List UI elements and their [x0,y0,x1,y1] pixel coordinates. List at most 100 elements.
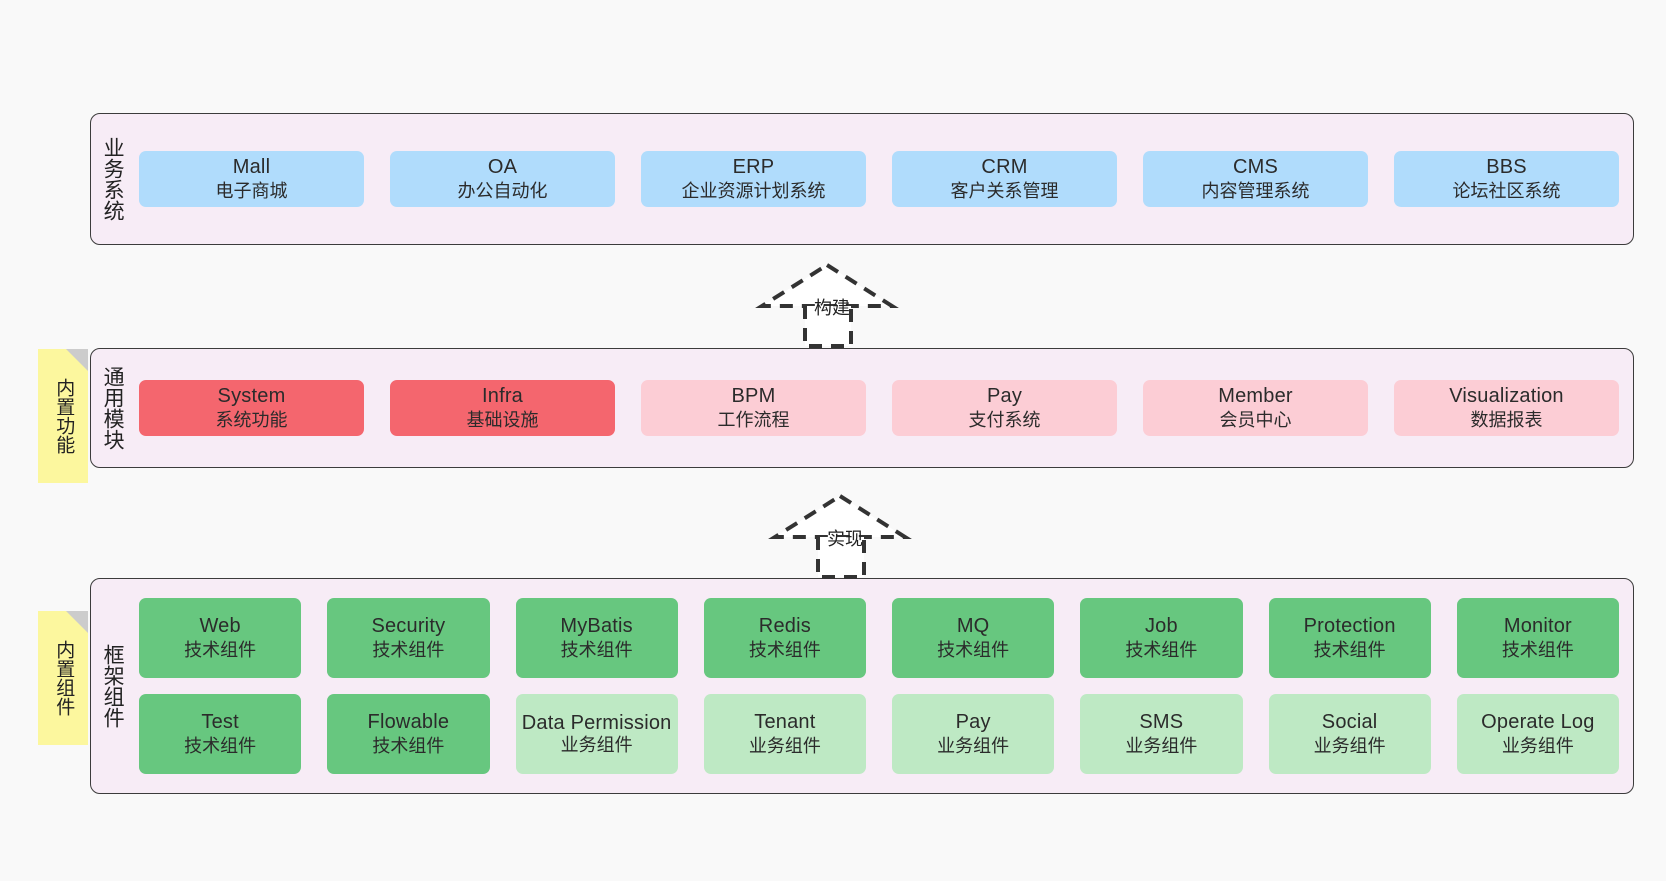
card-title: Member [1218,385,1293,408]
card-title: Infra [481,385,524,408]
card-title: ERP [732,156,775,179]
card-mq[interactable]: MQ 技术组件 [892,598,1055,678]
card-row: Test 技术组件 Flowable 技术组件 Data Permission … [139,694,1619,774]
sticky-note-text: 内置功能 [53,378,75,454]
card-title: Pay [986,385,1023,408]
card-flowable[interactable]: Flowable 技术组件 [327,694,490,774]
layer-body-business-system: Mall 电子商城 OA 办公自动化 ERP 企业资源计划系统 CRM 客户关系… [133,114,1633,244]
card-title: Job [1144,615,1178,638]
card-mybatis[interactable]: MyBatis 技术组件 [515,598,678,678]
card-test[interactable]: Test 技术组件 [139,694,302,774]
card-subtitle: 技术组件 [1125,640,1198,661]
card-oa[interactable]: OA 办公自动化 [390,151,615,207]
card-subtitle: 业务组件 [560,734,633,755]
card-title: BBS [1486,156,1527,179]
card-subtitle: 内容管理系统 [1201,181,1310,202]
card-cms[interactable]: CMS 内容管理系统 [1143,151,1368,207]
sticky-note-builtin-function: 内置功能 [38,349,88,483]
card-subtitle: 会员中心 [1219,410,1292,431]
card-member[interactable]: Member 会员中心 [1143,380,1368,436]
card-bpm[interactable]: BPM 工作流程 [641,380,866,436]
card-pay-component[interactable]: Pay 业务组件 [892,694,1055,774]
card-tenant[interactable]: Tenant 业务组件 [703,694,866,774]
card-title: Visualization [1449,385,1564,408]
card-subtitle: 技术组件 [748,640,821,661]
card-title: Protection [1303,615,1396,638]
layer-business-system: 业务系统 Mall 电子商城 OA 办公自动化 ERP 企业资源计划系统 CRM… [90,113,1634,245]
sticky-note-text: 内置组件 [53,640,75,716]
layer-title-common-module: 通用模块 [101,366,125,450]
card-row: Mall 电子商城 OA 办公自动化 ERP 企业资源计划系统 CRM 客户关系… [139,151,1619,207]
card-title: Data Permission [521,711,672,734]
card-subtitle: 论坛社区系统 [1452,181,1561,202]
layer-title-business-system: 业务系统 [101,137,125,221]
card-subtitle: 支付系统 [968,410,1041,431]
card-monitor[interactable]: Monitor 技术组件 [1456,598,1619,678]
card-crm[interactable]: CRM 客户关系管理 [892,151,1117,207]
card-subtitle: 客户关系管理 [950,181,1059,202]
card-title: Social [1321,711,1378,734]
card-social[interactable]: Social 业务组件 [1268,694,1431,774]
card-subtitle: 工作流程 [717,410,790,431]
card-title: Flowable [367,711,450,734]
card-operate-log[interactable]: Operate Log 业务组件 [1456,694,1619,774]
card-security[interactable]: Security 技术组件 [327,598,490,678]
card-title: Tenant [754,711,816,734]
card-subtitle: 系统功能 [215,410,288,431]
card-title: OA [487,156,518,179]
card-subtitle: 业务组件 [1313,736,1386,757]
card-redis[interactable]: Redis 技术组件 [703,598,866,678]
card-subtitle: 技术组件 [184,736,257,757]
card-subtitle: 技术组件 [184,640,257,661]
layer-title-framework-component: 框架组件 [101,644,125,728]
page-fold-icon [66,349,88,371]
card-subtitle: 基础设施 [466,410,539,431]
card-title: CRM [981,156,1028,179]
card-erp[interactable]: ERP 企业资源计划系统 [641,151,866,207]
card-title: Security [371,615,446,638]
card-web[interactable]: Web 技术组件 [139,598,302,678]
layer-body-common-module: System 系统功能 Infra 基础设施 BPM 工作流程 Pay 支付系统… [133,349,1633,467]
card-title: Mall [232,156,271,179]
card-title: Test [201,711,239,734]
card-infra[interactable]: Infra 基础设施 [390,380,615,436]
card-subtitle: 技术组件 [372,640,445,661]
card-visualization[interactable]: Visualization 数据报表 [1394,380,1619,436]
card-subtitle: 业务组件 [937,736,1010,757]
card-subtitle: 技术组件 [372,736,445,757]
card-subtitle: 办公自动化 [457,181,548,202]
generalization-arrow-icon [755,262,899,348]
card-title: MQ [956,615,990,638]
card-row: Web 技术组件 Security 技术组件 MyBatis 技术组件 Redi… [139,598,1619,678]
card-sms[interactable]: SMS 业务组件 [1080,694,1243,774]
card-title: Monitor [1503,615,1572,638]
card-title: Redis [758,615,811,638]
connector-build: 构建 [755,258,902,348]
card-subtitle: 业务组件 [748,736,821,757]
card-title: BPM [731,385,776,408]
layer-framework-component: 框架组件 Web 技术组件 Security 技术组件 MyBatis 技术组件… [90,578,1634,794]
card-subtitle: 技术组件 [560,640,633,661]
card-title: Pay [955,711,991,734]
card-row: System 系统功能 Infra 基础设施 BPM 工作流程 Pay 支付系统… [139,380,1619,436]
card-subtitle: 数据报表 [1470,410,1543,431]
connector-label-build: 构建 [814,298,850,318]
card-protection[interactable]: Protection 技术组件 [1268,598,1431,678]
card-subtitle: 电子商城 [215,181,288,202]
page-fold-icon [66,611,88,633]
card-subtitle: 企业资源计划系统 [681,181,826,202]
card-job[interactable]: Job 技术组件 [1080,598,1243,678]
card-bbs[interactable]: BBS 论坛社区系统 [1394,151,1619,207]
card-mall[interactable]: Mall 电子商城 [139,151,364,207]
card-subtitle: 业务组件 [1125,736,1198,757]
card-data-permission[interactable]: Data Permission 业务组件 [515,694,678,774]
card-title: Web [199,615,241,638]
card-title: MyBatis [560,615,633,638]
card-subtitle: 业务组件 [1501,736,1574,757]
sticky-note-builtin-component: 内置组件 [38,611,88,745]
card-system[interactable]: System 系统功能 [139,380,364,436]
card-pay-module[interactable]: Pay 支付系统 [892,380,1117,436]
card-subtitle: 技术组件 [1313,640,1386,661]
card-title: System [217,385,286,408]
